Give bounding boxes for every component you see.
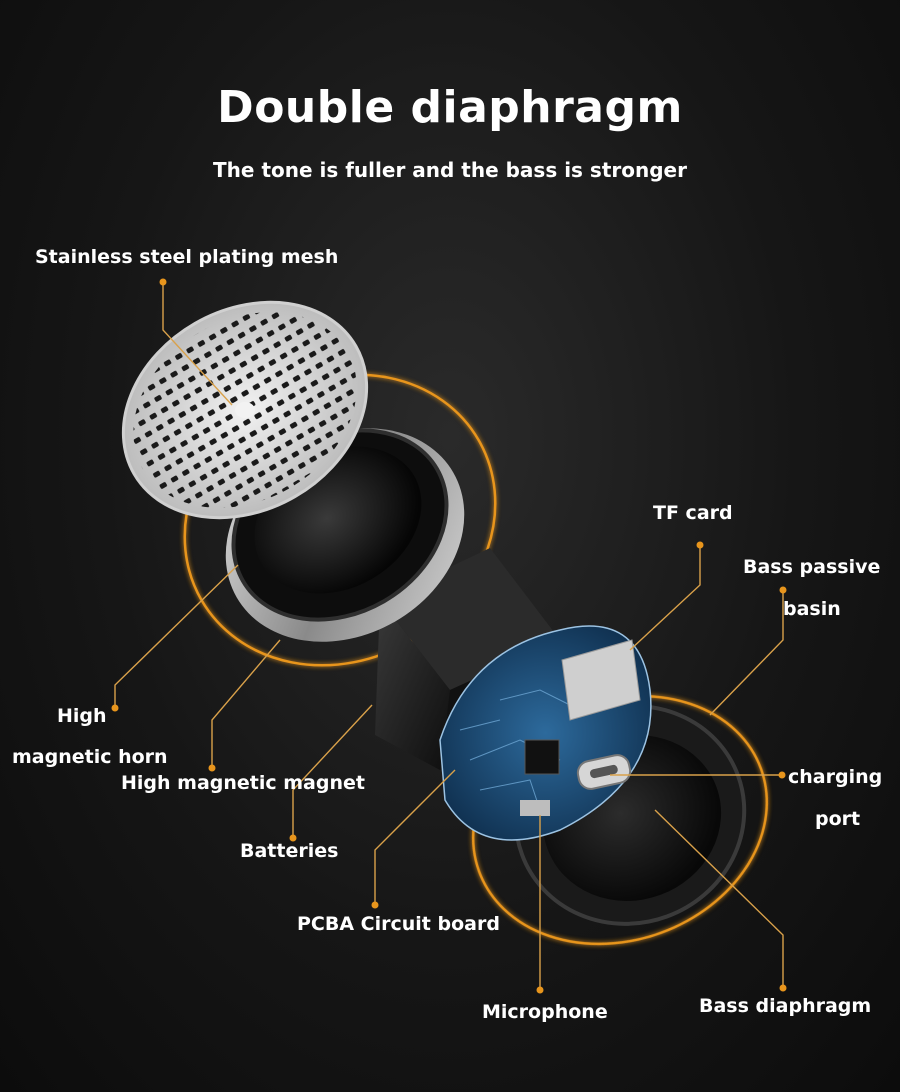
pcb-part [439, 625, 652, 841]
label-mesh: Stainless steel plating mesh [35, 246, 339, 268]
label-high-horn-line1: High [57, 705, 107, 727]
label-batteries: Batteries [240, 840, 339, 862]
mesh-part [121, 300, 369, 520]
page-subtitle: The tone is fuller and the bass is stron… [213, 158, 687, 182]
leader-lines [114, 282, 784, 990]
label-charging-line1: charging [788, 766, 883, 788]
label-pcba: PCBA Circuit board [297, 913, 500, 935]
label-charging-line2: port [815, 808, 861, 830]
label-bass-passive-line1: Bass passive [743, 556, 881, 578]
label-bass-passive-line2: basin [783, 598, 841, 620]
label-high-horn-line2: magnetic horn [12, 746, 168, 768]
label-magnet: High magnetic magnet [121, 772, 365, 794]
label-microphone: Microphone [482, 1001, 608, 1023]
page-title: Double diaphragm [217, 82, 683, 133]
leader-dots [111, 278, 787, 994]
label-tf-card: TF card [653, 502, 733, 524]
label-bass-diaphragm: Bass diaphragm [699, 995, 872, 1017]
